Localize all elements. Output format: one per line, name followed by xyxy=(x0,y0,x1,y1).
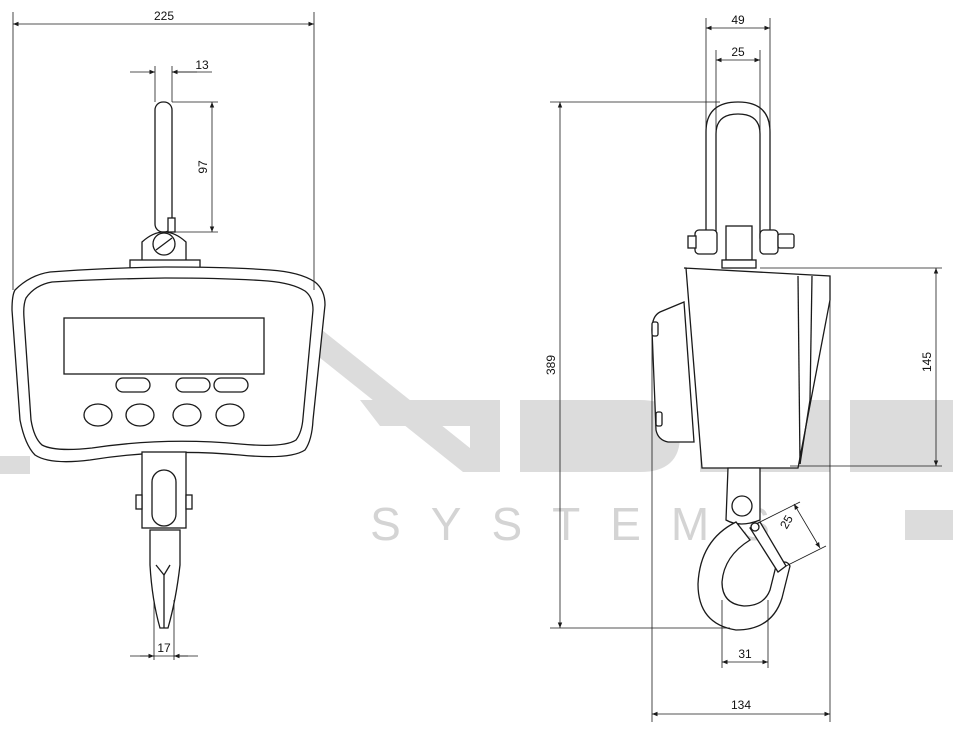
front-button-oval-3 xyxy=(213,377,249,393)
front-clevis-pin-left xyxy=(135,494,143,510)
front-dimensions: 225 13 97 17 xyxy=(12,9,315,660)
dim-side-hook-throat: 25 xyxy=(777,512,796,531)
front-hook-body xyxy=(149,529,181,629)
side-pin-center xyxy=(725,225,753,261)
dim-side-total-depth: 134 xyxy=(731,698,751,712)
dim-front-bar-length: 97 xyxy=(196,160,210,174)
dim-side-hook-width: 31 xyxy=(738,647,752,661)
side-pin-nut-right xyxy=(759,229,779,255)
side-top-plate xyxy=(721,259,757,269)
dim-side-total-height: 389 xyxy=(544,355,558,375)
dim-front-bar-diameter: 13 xyxy=(195,58,209,72)
side-pin-nut-left xyxy=(694,229,718,255)
front-button-round-3 xyxy=(172,403,202,427)
side-pin-end-left xyxy=(687,235,697,249)
front-button-round-2 xyxy=(125,403,155,427)
front-hook-eye xyxy=(151,469,177,527)
side-pin-end-right xyxy=(777,233,795,249)
dim-side-shackle-inner: 25 xyxy=(731,45,745,59)
side-hook-bolt xyxy=(731,495,753,517)
side-view xyxy=(651,101,831,631)
front-housing-outer xyxy=(11,266,326,463)
dim-side-body-height: 145 xyxy=(920,352,934,372)
front-hook-clevis xyxy=(141,451,187,529)
side-hook-body xyxy=(697,521,791,631)
front-hanging-bar xyxy=(154,101,173,233)
front-button-round-1 xyxy=(83,403,113,427)
front-button-oval-1 xyxy=(115,377,151,393)
front-clevis-pin-right xyxy=(185,494,193,510)
front-button-oval-2 xyxy=(175,377,211,393)
watermark-tagline: SYSTEMS xyxy=(370,498,800,550)
dim-side-shackle-outer: 49 xyxy=(731,13,745,27)
front-button-round-4 xyxy=(215,403,245,427)
front-view xyxy=(11,101,326,629)
side-housing xyxy=(683,267,831,469)
side-dimensions: 49 25 389 145 25 31 134 xyxy=(544,13,942,722)
side-rear-cover xyxy=(651,301,695,443)
dim-front-total-width: 225 xyxy=(154,9,174,23)
dim-front-hook-width: 17 xyxy=(157,641,171,655)
front-display-window xyxy=(63,317,265,375)
front-bar-pin xyxy=(167,217,176,233)
front-housing-inner xyxy=(23,277,314,451)
